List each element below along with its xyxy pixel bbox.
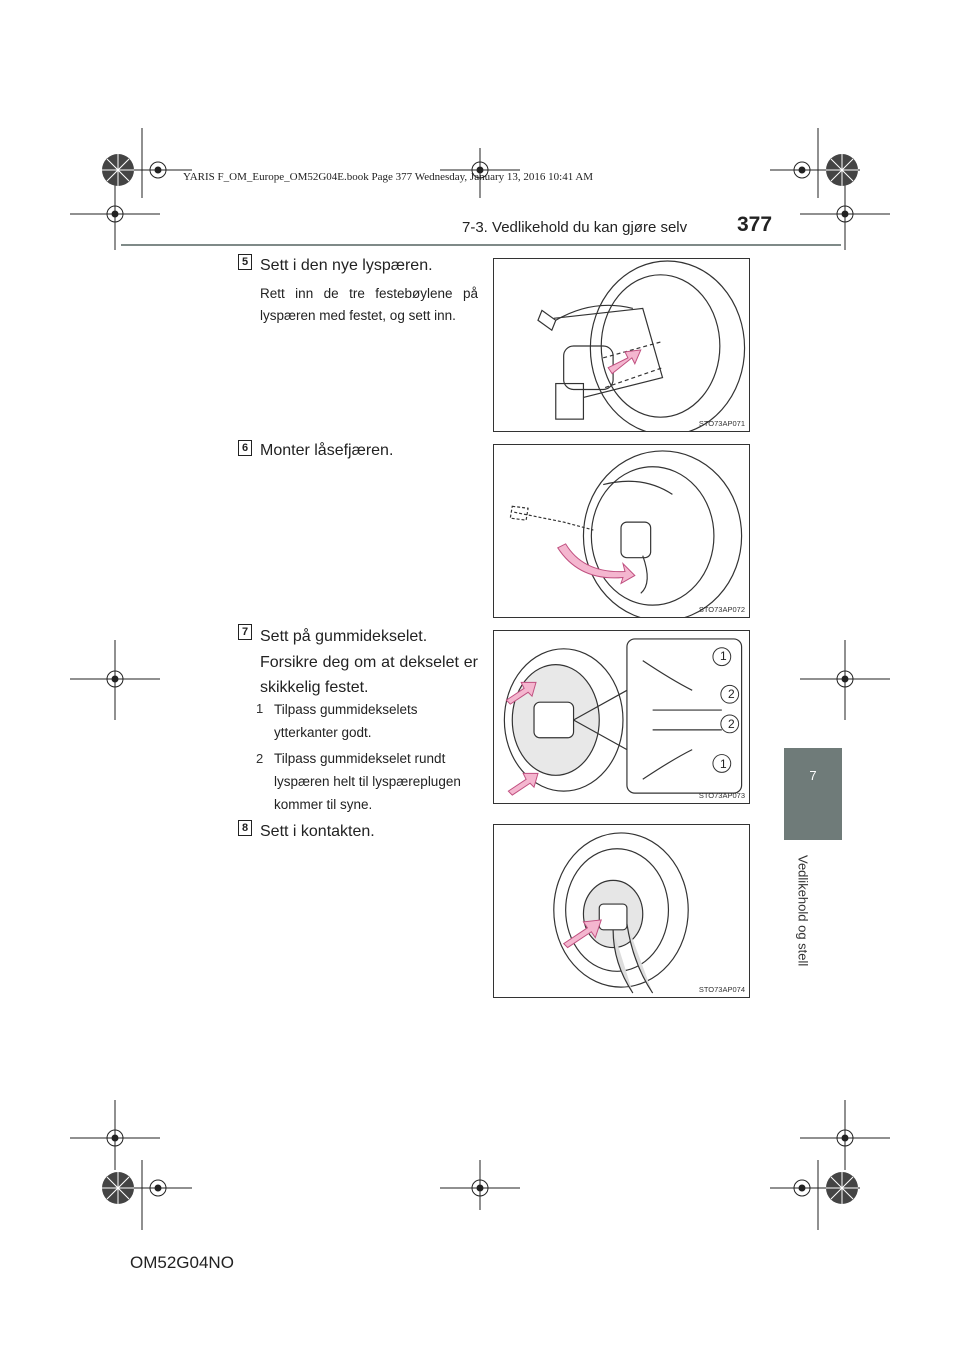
sub-item-text: Tilpass gummidekselet rundt lyspæren hel… bbox=[274, 751, 461, 812]
section-title: 7-3. Vedlikehold du kan gjøre selv bbox=[462, 219, 688, 236]
step-number-badge: 5 bbox=[238, 254, 252, 270]
chapter-tab bbox=[784, 748, 842, 840]
step-title: Sett i den nye lyspæren. bbox=[260, 257, 433, 274]
sub-item-text: Tilpass gummidekselets ytterkanter godt. bbox=[274, 702, 418, 740]
print-header: YARIS F_OM_Europe_OM52G04E.book Page 377… bbox=[183, 171, 594, 183]
press-arrow-top bbox=[505, 681, 537, 705]
figure-connector: STO73AP074 bbox=[493, 824, 750, 998]
bulb-insert-illustration bbox=[537, 260, 746, 431]
insert-arrow bbox=[607, 349, 642, 375]
chapter-label: Vedlikehold og stell bbox=[795, 855, 811, 967]
step-title: Monter låsefjæren. bbox=[260, 442, 394, 459]
step-number-badge: 6 bbox=[238, 440, 252, 456]
figure-code: STO73AP071 bbox=[698, 419, 745, 428]
callout-label: 2 bbox=[728, 717, 735, 731]
rotate-arrow bbox=[557, 543, 636, 585]
figure-code: STO73AP072 bbox=[698, 605, 745, 614]
step-body: Forsikre deg om at dekselet er skikkelig… bbox=[260, 654, 478, 696]
figure-lock-spring: STO73AP072 bbox=[493, 444, 750, 618]
rubber-cover-illustration bbox=[503, 638, 743, 796]
step-title: Sett i kontakten. bbox=[260, 823, 375, 840]
callout-label: 1 bbox=[720, 649, 727, 663]
step-title: Sett på gummidekselet. bbox=[260, 628, 428, 645]
callout-label: 1 bbox=[720, 757, 727, 771]
page-number: 377 bbox=[737, 213, 773, 236]
step-number-badge: 7 bbox=[238, 624, 252, 640]
step-number-badge: 8 bbox=[238, 820, 252, 836]
figure-code: STO73AP073 bbox=[698, 791, 745, 800]
step-body: Rett inn de tre festebøylene på lyspæren… bbox=[260, 286, 478, 323]
press-arrow-bottom bbox=[507, 772, 539, 796]
callout-badges bbox=[712, 647, 740, 773]
plug-arrow bbox=[562, 919, 602, 949]
sub-item-marker: 2 bbox=[256, 751, 264, 766]
lock-spring-illustration bbox=[509, 450, 743, 617]
connector-illustration bbox=[553, 832, 689, 994]
footer-code: OM52G04NO bbox=[130, 1253, 234, 1272]
figure-insert-bulb: STO73AP071 bbox=[493, 258, 750, 432]
sub-item-marker: 1 bbox=[256, 701, 264, 716]
figure-rubber-cover: 1 2 2 1 STO73AP073 bbox=[493, 630, 750, 804]
callout-label: 2 bbox=[728, 687, 735, 701]
chapter-number: 7 bbox=[809, 768, 817, 783]
chapter-side-label: Vedlikehold og stell bbox=[784, 855, 822, 966]
figure-code: STO73AP074 bbox=[698, 985, 745, 994]
header-rule bbox=[121, 244, 841, 246]
